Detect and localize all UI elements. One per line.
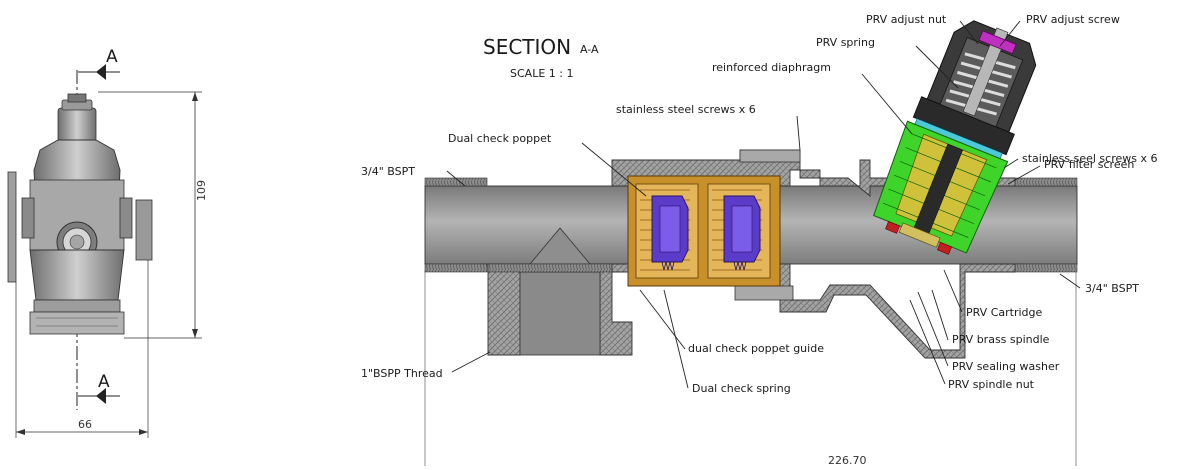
cut-marker-top: A	[106, 47, 118, 67]
label-prv-brass-spindle: PRV brass spindle	[952, 333, 1050, 346]
label-dual-check-poppet-guide: dual check poppet guide	[688, 342, 824, 355]
section-title: SECTION	[483, 35, 571, 59]
dimension-height: 109	[98, 91, 208, 339]
label-bspp-thread: 1"BSPP Thread	[361, 367, 443, 380]
dimension-width: 66	[15, 260, 149, 438]
prv-assembly	[873, 20, 1037, 255]
bottom-outlet	[487, 227, 633, 356]
label-stainless-seel-screws: stainless seel screws x 6	[1022, 152, 1157, 165]
label-prv-sealing-washer: PRV sealing washer	[952, 360, 1060, 373]
section-view: 226.70	[361, 13, 1157, 467]
section-suffix: A-A	[580, 43, 599, 56]
label-prv-cartridge: PRV Cartridge	[966, 306, 1042, 319]
label-prv-spindle-nut: PRV spindle nut	[948, 378, 1035, 391]
label-prv-adjust-nut: PRV adjust nut	[866, 13, 947, 26]
thread-left-top	[424, 177, 488, 187]
callout-labels: PRV adjust nut PRV adjust screw PRV spri…	[361, 13, 1157, 395]
label-stainless-steel-screws: stainless steel screws x 6	[616, 103, 756, 116]
thread-left-bottom	[424, 263, 488, 273]
section-title-block: SECTION A-A SCALE 1 : 1	[483, 35, 599, 80]
cut-arrow-bottom	[96, 388, 106, 404]
leader-lines	[446, 20, 1081, 389]
valve-side-body	[7, 93, 153, 335]
label-dual-check-poppet: Dual check poppet	[448, 132, 552, 145]
thread-right-bottom	[1014, 263, 1078, 273]
label-dual-check-spring: Dual check spring	[692, 382, 791, 395]
thread-right-top	[1014, 177, 1078, 187]
dimension-width-value: 66	[78, 418, 92, 431]
cut-arrow-top	[96, 64, 106, 80]
cut-marker-bottom: A	[98, 372, 110, 392]
dimension-height-value: 109	[195, 180, 208, 201]
side-view: A A	[7, 47, 208, 438]
label-bspt-right: 3/4" BSPT	[1085, 282, 1139, 295]
dual-check-cartridge	[627, 175, 781, 287]
section-scale: SCALE 1 : 1	[510, 67, 573, 80]
label-reinforced-diaphragm: reinforced diaphragm	[712, 61, 831, 74]
label-prv-adjust-screw: PRV adjust screw	[1026, 13, 1120, 26]
dimension-length-value: 226.70	[828, 454, 867, 466]
label-prv-filter-screen: PRV filter screen	[1044, 158, 1134, 171]
label-prv-spring: PRV spring	[816, 36, 875, 49]
label-bspt-left: 3/4" BSPT	[361, 165, 415, 178]
